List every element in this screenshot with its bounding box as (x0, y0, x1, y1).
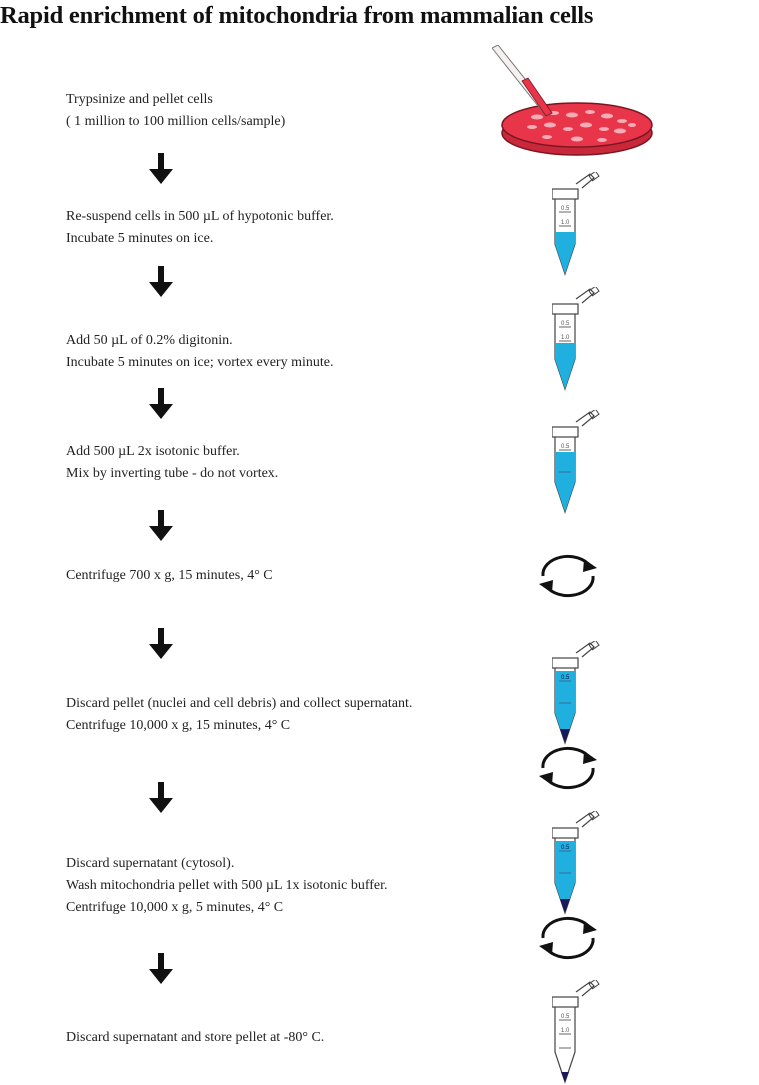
tube-with-pellet-icon: 0.5 1.0 (552, 980, 600, 1084)
tube-mark-label: 1.0 (561, 220, 570, 226)
step-text-line: Trypsinize and pellet cells (66, 92, 213, 107)
step-2-text: Re-suspend cells in 500 µL of hypotonic … (66, 206, 334, 250)
tube-mark-label: 1.0 (561, 335, 570, 341)
centrifuge-cycle-icon (539, 746, 597, 790)
centrifuge-cycle-icon (539, 916, 597, 960)
down-arrow-icon (149, 266, 173, 297)
tube-icon: 0.5 (552, 410, 600, 514)
petri-dish-icon (492, 45, 653, 156)
page-title: Rapid enrichment of mitochondria from ma… (0, 2, 594, 29)
tube-mark-label: 0.5 (561, 321, 570, 327)
step-7-text: Discard supernatant (cytosol). Wash mito… (66, 853, 388, 919)
step-3-text: Add 50 µL of 0.2% digitonin. Incubate 5 … (66, 330, 333, 374)
step-text-line: Discard pellet (nuclei and cell debris) … (66, 696, 413, 711)
step-4-text: Add 500 µL 2x isotonic buffer. Mix by in… (66, 441, 278, 485)
step-8-text: Discard supernatant and store pellet at … (66, 1027, 324, 1049)
down-arrow-icon (149, 628, 173, 659)
step-text-line: Discard supernatant (cytosol). (66, 856, 235, 871)
step-1-text: Trypsinize and pellet cells ( 1 million … (66, 89, 285, 133)
down-arrow-icon (149, 510, 173, 541)
step-text-line: Mix by inverting tube - do not vortex. (66, 466, 279, 481)
step-text-line: Incubate 5 minutes on ice. (66, 231, 214, 246)
step-text-line: Centrifuge 700 x g, 15 minutes, 4° C (66, 568, 273, 583)
step-text-line: Centrifuge 10,000 x g, 15 minutes, 4° C (66, 718, 291, 733)
down-arrow-icon (149, 782, 173, 813)
tube-with-pellet-icon: 0.5 (552, 811, 600, 915)
tube-icon: 0.5 1.0 (552, 172, 600, 276)
step-text-line: Discard supernatant and store pellet at … (66, 1030, 325, 1045)
tube-icon: 0.5 1.0 (552, 287, 600, 391)
centrifuge-cycle-icon (539, 554, 597, 598)
step-text-line: Centrifuge 10,000 x g, 5 minutes, 4° C (66, 900, 284, 915)
down-arrow-icon (149, 953, 173, 984)
tube-with-pellet-icon: 0.5 (552, 641, 600, 745)
step-5-text: Centrifuge 700 x g, 15 minutes, 4° C (66, 565, 273, 587)
tube-mark-label: 0.5 (561, 675, 570, 681)
down-arrow-icon (149, 153, 173, 184)
tube-mark-label: 0.5 (561, 206, 570, 212)
step-text-line: Incubate 5 minutes on ice; vortex every … (66, 355, 334, 370)
step-text-line: ( 1 million to 100 million cells/sample) (66, 114, 286, 129)
down-arrow-icon (149, 388, 173, 419)
step-text-line: Add 500 µL 2x isotonic buffer. (66, 444, 240, 459)
tube-mark-label: 0.5 (561, 845, 570, 851)
tube-mark-label: 0.5 (561, 444, 570, 450)
step-text-line: Wash mitochondria pellet with 500 µL 1x … (66, 878, 388, 893)
step-text-line: Add 50 µL of 0.2% digitonin. (66, 333, 233, 348)
step-6-text: Discard pellet (nuclei and cell debris) … (66, 693, 412, 737)
tube-mark-label: 0.5 (561, 1014, 570, 1020)
tube-mark-label: 1.0 (561, 1028, 570, 1034)
step-text-line: Re-suspend cells in 500 µL of hypotonic … (66, 209, 334, 224)
